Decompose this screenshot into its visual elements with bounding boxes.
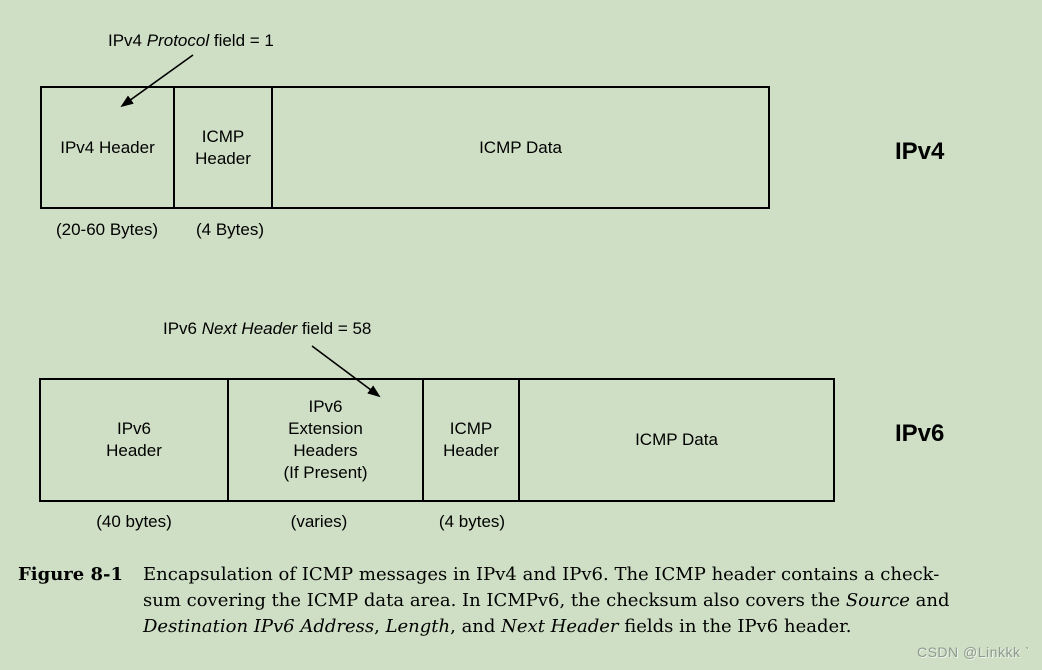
ipv6-header-size-label: (40 bytes): [96, 512, 172, 531]
ipv4-header-cell: IPv4 Header: [42, 88, 175, 207]
ipv6-extension-headers-cell: IPv6 Extension Headers (If Present): [229, 380, 424, 500]
ipv4-header-size-label: (20-60 Bytes): [55, 220, 159, 239]
ipv4-row-label: IPv4: [895, 138, 945, 165]
ipv6-next-header-annotation: IPv6 Next Header field = 58: [163, 319, 372, 338]
csdn-watermark: CSDN @Linkkk ˋ: [916, 644, 1030, 660]
ipv4-icmp-data-cell: ICMP Data: [273, 88, 768, 207]
ipv6-extension-headers-size-label: (varies): [290, 512, 348, 531]
ipv4-protocol-annotation: IPv4 Protocol field = 1: [108, 31, 274, 50]
ipv6-header-cell: IPv6 Header: [41, 380, 229, 500]
ipv4-icmp-header-cell: ICMP Header: [175, 88, 273, 207]
ipv6-icmp-header-cell: ICMP Header: [424, 380, 520, 500]
ipv6-packet-row: IPv6 Header IPv6 Extension Headers (If P…: [39, 378, 835, 502]
ipv6-extension-headers-label: IPv6 Extension Headers (If Present): [283, 397, 368, 482]
ipv4-icmp-data-label: ICMP Data: [479, 137, 562, 157]
caption-line: Destination IPv6 Address, Length, and Ne…: [143, 616, 852, 637]
ipv4-packet-row: IPv4 Header ICMP Header ICMP Data: [40, 86, 770, 209]
ipv6-header-label: IPv6 Header: [106, 419, 162, 460]
ipv6-row-label: IPv6: [895, 420, 945, 447]
caption-line: Encapsulation of ICMP messages in IPv4 a…: [143, 564, 940, 585]
ipv6-icmp-header-label: ICMP Header: [443, 419, 499, 460]
ipv4-icmp-header-size-label: (4 Bytes): [195, 220, 265, 239]
ipv6-icmp-data-cell: ICMP Data: [520, 380, 833, 500]
ipv4-header-label: IPv4 Header: [60, 137, 155, 157]
ipv6-icmp-data-label: ICMP Data: [635, 430, 718, 449]
ipv6-icmp-header-size-label: (4 bytes): [438, 512, 506, 531]
figure-caption: Encapsulation of ICMP messages in IPv4 a…: [143, 562, 950, 640]
ipv4-icmp-header-label: ICMP Header: [195, 126, 251, 168]
caption-line: sum covering the ICMP data area. In ICMP…: [143, 590, 950, 611]
figure-caption-number: Figure 8-1: [18, 564, 124, 585]
